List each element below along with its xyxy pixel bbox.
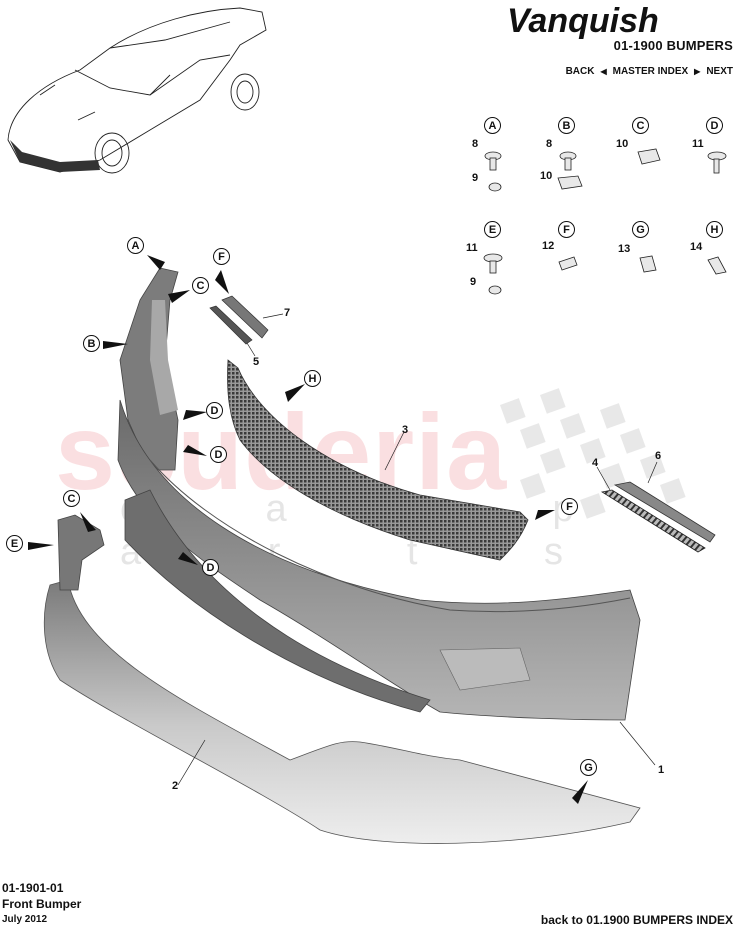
key-part-number: 11: [466, 242, 478, 254]
diagram-callout-d: D: [206, 402, 223, 419]
key-part-number: 9: [472, 172, 479, 184]
triangle-right-icon[interactable]: ▶: [694, 67, 701, 76]
key-part-number: 14: [690, 241, 703, 253]
diagram-callout-d: D: [202, 559, 219, 576]
part-2-splitter: [43, 579, 641, 844]
back-link[interactable]: BACK: [565, 66, 595, 77]
key-callout-g: G: [632, 221, 649, 238]
checker-watermark: [500, 388, 686, 519]
section-title: 01-1900 BUMPERS: [613, 38, 733, 53]
part-number-1: 1: [658, 764, 665, 776]
part-7-strip: [221, 295, 269, 339]
master-index-link[interactable]: MASTER INDEX: [612, 66, 689, 77]
part-number-4: 4: [592, 457, 599, 469]
part-number-7: 7: [284, 307, 291, 319]
part-6-trim: [613, 481, 716, 543]
top-navigation: BACK ◀ MASTER INDEX ▶ NEXT: [566, 66, 733, 77]
key-callout-h: H: [706, 221, 723, 238]
part-number-3: 3: [402, 424, 409, 436]
key-callout-b: B: [558, 117, 575, 134]
diagram-callout-c: C: [192, 277, 209, 294]
diagram-callout-g: G: [580, 759, 597, 776]
part-small-bracket: [57, 514, 105, 591]
part-3-mesh-grille: [227, 359, 529, 561]
diagram-date: July 2012: [2, 914, 48, 925]
part-number-6: 6: [655, 450, 662, 462]
part-5-strip: [209, 305, 253, 345]
fixing-key-drawings: [483, 148, 727, 295]
vanquish-logo: Vanquish: [507, 2, 659, 40]
key-callout-a: A: [484, 117, 501, 134]
key-callout-d: D: [706, 117, 723, 134]
key-part-number: 12: [542, 240, 555, 252]
diagram-callout-e: E: [6, 535, 23, 552]
back-to-index-link[interactable]: back to 01.1900 BUMPERS INDEX: [540, 913, 733, 927]
key-part-number: 10: [616, 138, 629, 150]
key-part-number: 10: [540, 170, 553, 182]
diagram-callout-h: H: [304, 370, 321, 387]
svg-text:Vanquish: Vanquish: [507, 2, 659, 40]
key-callout-f: F: [558, 221, 575, 238]
diagram-callout-a: A: [127, 237, 144, 254]
key-callout-e: E: [484, 221, 501, 238]
triangle-left-icon[interactable]: ◀: [600, 67, 607, 76]
diagram-callout-d: D: [210, 446, 227, 463]
key-part-number: 13: [618, 243, 631, 255]
key-part-number: 11: [692, 138, 704, 150]
key-callout-c: C: [632, 117, 649, 134]
diagram-code: 01-1901-01: [2, 881, 64, 895]
car-thumbnail: [7, 7, 267, 174]
key-part-number: 8: [472, 138, 479, 150]
part-number-5: 5: [253, 356, 260, 368]
part-number-2: 2: [172, 780, 179, 792]
next-link[interactable]: NEXT: [706, 66, 733, 77]
diagram-title: Front Bumper: [2, 897, 82, 911]
part-4-vent: [600, 489, 706, 553]
car-front-bumper-highlight: [10, 140, 100, 172]
key-part-number: 9: [470, 276, 477, 288]
diagram-callout-b: B: [83, 335, 100, 352]
diagram-callout-c: C: [63, 490, 80, 507]
diagram-callout-f: F: [213, 248, 230, 265]
key-part-number: 8: [546, 138, 553, 150]
diagram-callout-f: F: [561, 498, 578, 515]
part-1-front-bumper: [117, 399, 641, 721]
